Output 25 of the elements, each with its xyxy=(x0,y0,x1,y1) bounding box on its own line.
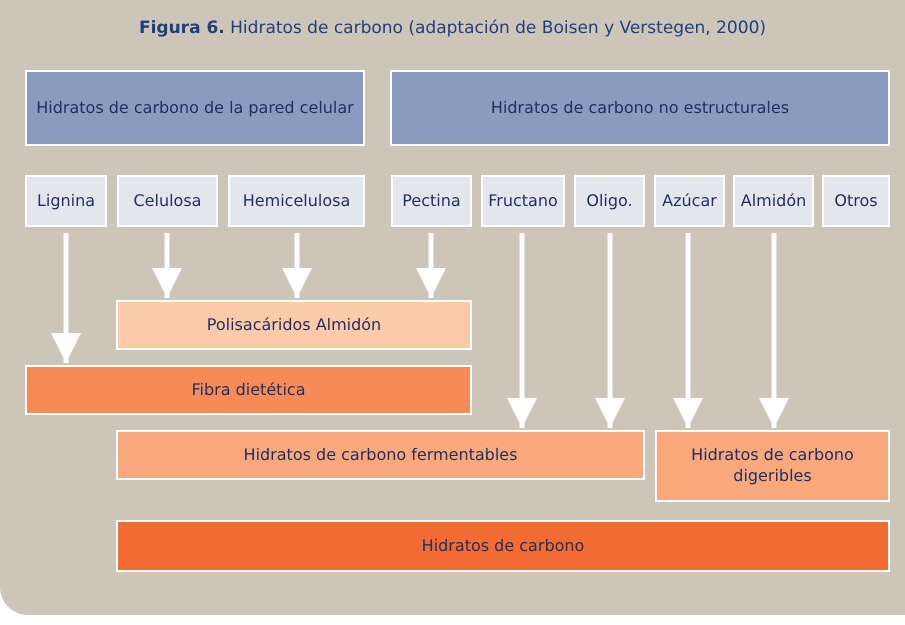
arrow xyxy=(152,233,182,298)
category-box: Lignina xyxy=(25,175,107,227)
arrow xyxy=(51,233,81,363)
group-box: Hidratos de carbono xyxy=(116,520,890,572)
category-box: Azúcar xyxy=(654,175,725,227)
category-box: Oligo. xyxy=(574,175,645,227)
category-box: Celulosa xyxy=(117,175,218,227)
group-box: Hidratos de carbono fermentables xyxy=(116,430,645,480)
group-box: Hidratos de carbono no estructurales xyxy=(390,70,890,146)
arrow xyxy=(595,233,625,428)
group-box: Polisacáridos Almidón xyxy=(116,300,472,350)
category-box: Fructano xyxy=(481,175,565,227)
arrow xyxy=(416,233,446,298)
group-box: Fibra dietética xyxy=(25,365,472,415)
group-box: Hidratos de carbono digeribles xyxy=(655,430,890,502)
category-box: Hemicelulosa xyxy=(228,175,365,227)
arrow xyxy=(759,233,789,428)
group-box: Hidratos de carbono de la pared celular xyxy=(25,70,365,146)
category-box: Almidón xyxy=(733,175,814,227)
arrow xyxy=(507,233,537,428)
category-box: Otros xyxy=(822,175,890,227)
category-box: Pectina xyxy=(391,175,472,227)
figure-title: Figura 6. Hidratos de carbono (adaptación de Boisen y Verstegen, 2000) xyxy=(138,17,768,40)
arrow xyxy=(673,233,703,428)
arrow xyxy=(282,233,312,298)
